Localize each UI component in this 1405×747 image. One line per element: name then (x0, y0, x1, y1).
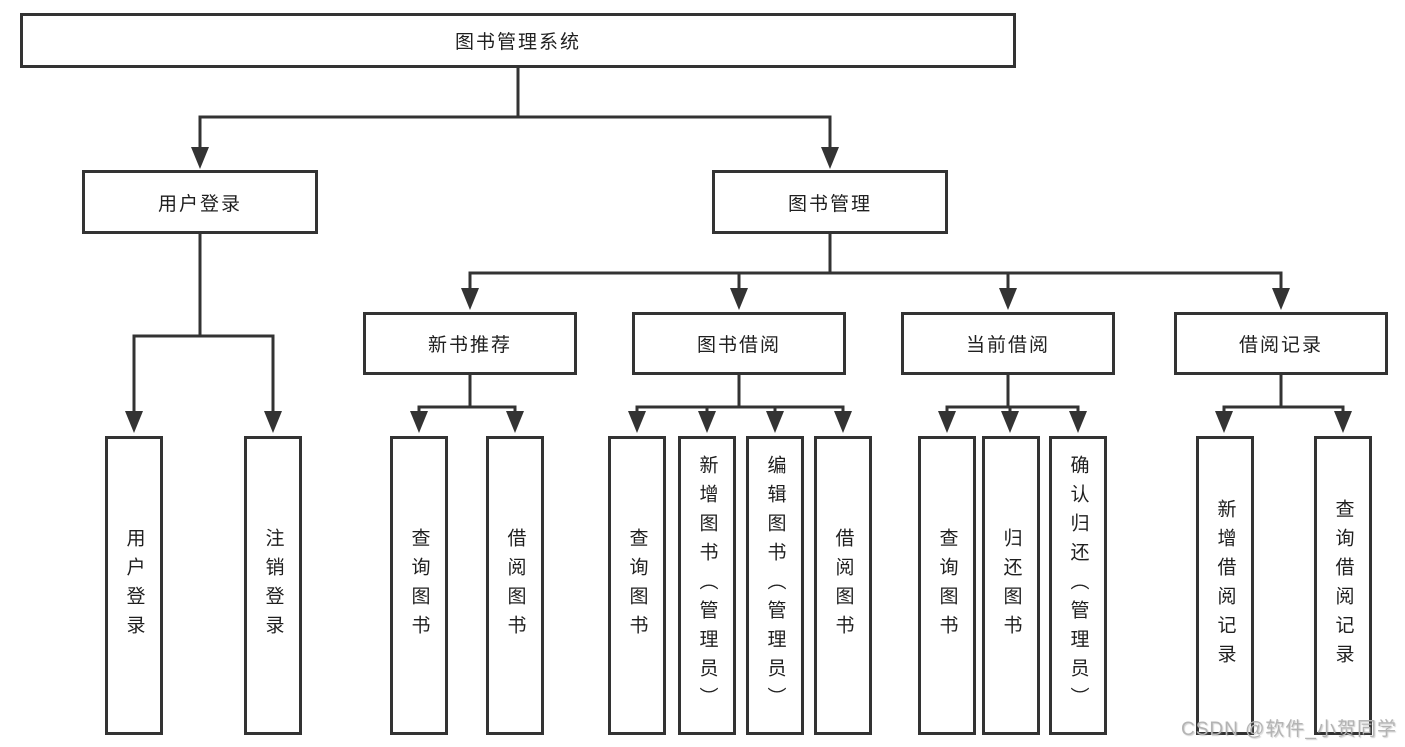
node-user-login: 用户登录 (82, 170, 318, 234)
leaf-add-borrow-record: 新增借阅记录 (1196, 436, 1254, 735)
node-borrow-records: 借阅记录 (1174, 312, 1388, 375)
leaf-label: 查询图书 (936, 527, 958, 644)
leaf-edit-book-admin: 编辑图书（管理员） (746, 436, 804, 735)
leaf-label: 借阅图书 (504, 527, 526, 644)
leaf-label: 注销登录 (262, 527, 284, 644)
leaf-label: 新增借阅记录 (1214, 498, 1236, 673)
leaf-add-book-admin: 新增图书（管理员） (678, 436, 736, 735)
leaf-label: 查询图书 (408, 527, 430, 644)
leaf-label: 用户登录 (123, 527, 145, 644)
leaf-label: 借阅图书 (832, 527, 854, 644)
leaf-label: 编辑图书（管理员） (764, 455, 786, 716)
node-book-management: 图书管理 (712, 170, 948, 234)
leaf-label: 确认归还（管理员） (1067, 455, 1089, 716)
leaf-query-books-1: 查询图书 (390, 436, 448, 735)
node-current-borrowing: 当前借阅 (901, 312, 1115, 375)
leaf-return-book: 归还图书 (982, 436, 1040, 735)
leaf-query-borrow-record: 查询借阅记录 (1314, 436, 1372, 735)
leaf-borrow-books-1: 借阅图书 (486, 436, 544, 735)
leaf-label: 查询图书 (626, 527, 648, 644)
leaf-query-books-2: 查询图书 (608, 436, 666, 735)
leaf-query-books-3: 查询图书 (918, 436, 976, 735)
leaf-logout: 注销登录 (244, 436, 302, 735)
node-book-borrowing: 图书借阅 (632, 312, 846, 375)
watermark: CSDN @软件_小贺同学 (1181, 719, 1397, 740)
node-new-book-recommend: 新书推荐 (363, 312, 577, 375)
arrowheads (125, 147, 1352, 433)
node-library-management-system: 图书管理系统 (20, 13, 1016, 68)
leaf-label: 新增图书（管理员） (696, 455, 718, 716)
leaf-label: 查询借阅记录 (1332, 498, 1354, 673)
leaf-user-login: 用户登录 (105, 436, 163, 735)
leaf-label: 归还图书 (1000, 527, 1022, 644)
leaf-confirm-return-admin: 确认归还（管理员） (1049, 436, 1107, 735)
leaf-borrow-books-2: 借阅图书 (814, 436, 872, 735)
